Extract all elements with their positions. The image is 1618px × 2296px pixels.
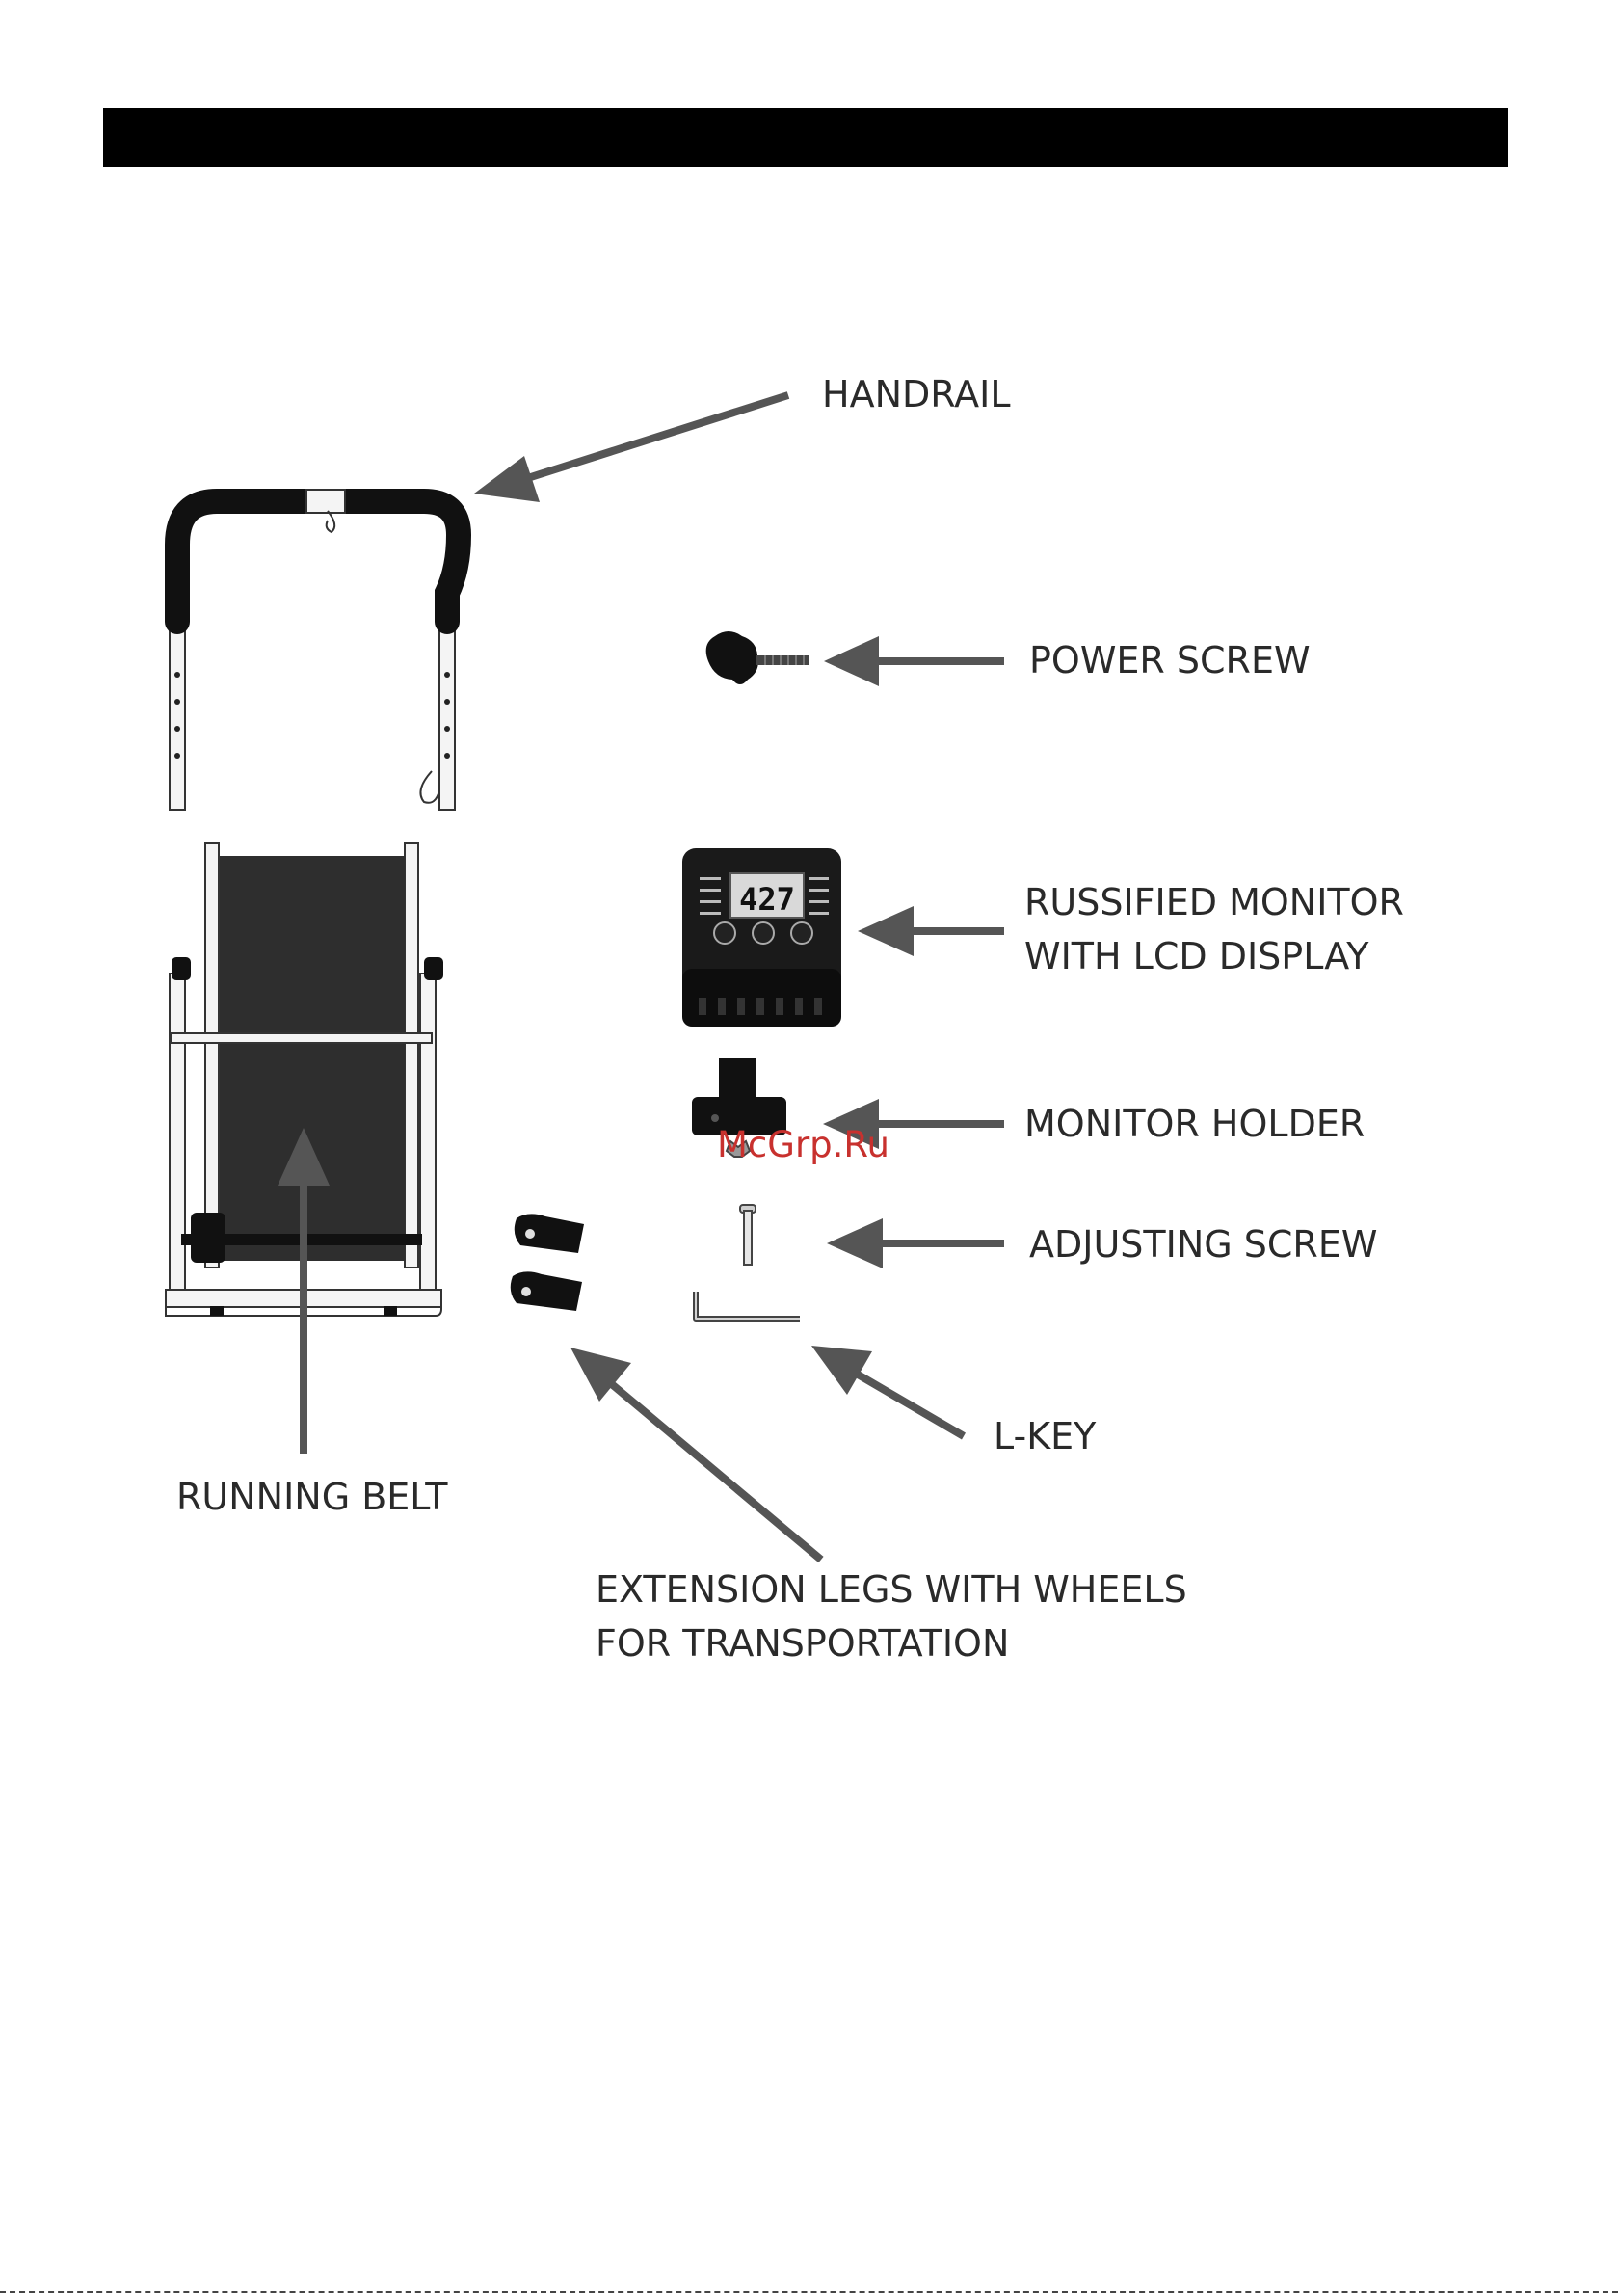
running-belt-label: RUNNING BELT bbox=[176, 1470, 447, 1524]
watermark-text: McGrp.Ru bbox=[717, 1124, 889, 1165]
power-screw-label: POWER SCREW bbox=[1029, 633, 1311, 687]
l-key-part bbox=[696, 1292, 800, 1319]
l-key-label: L-KEY bbox=[994, 1409, 1096, 1463]
monitor-label-line2: WITH LCD DISPLAY bbox=[1024, 929, 1369, 983]
l-key-arrow bbox=[811, 1346, 964, 1436]
extension-legs-arrow bbox=[570, 1348, 821, 1560]
adjusting-screw-part bbox=[740, 1205, 756, 1265]
handrail-arrow bbox=[474, 395, 788, 502]
monitor-label-line1: RUSSIFIED MONITOR bbox=[1024, 875, 1404, 929]
adjusting-screw-arrow bbox=[827, 1218, 1004, 1268]
footer-rule bbox=[0, 2291, 1618, 2293]
power-screw-part bbox=[706, 631, 809, 684]
handrail-label: HANDRAIL bbox=[822, 367, 1011, 421]
handrail-part bbox=[170, 490, 459, 810]
lcd-readout: 427 bbox=[739, 881, 795, 918]
adjusting-screw-label: ADJUSTING SCREW bbox=[1029, 1217, 1377, 1271]
monitor-part bbox=[682, 848, 841, 1027]
extension-legs-part bbox=[511, 1214, 584, 1311]
monitor-arrow bbox=[858, 906, 1004, 956]
power-screw-arrow bbox=[824, 636, 1004, 686]
extension-legs-label-line1: EXTENSION LEGS WITH WHEELS bbox=[596, 1562, 1187, 1616]
monitor-holder-label: MONITOR HOLDER bbox=[1024, 1097, 1365, 1151]
extension-legs-label-line2: FOR TRANSPORTATION bbox=[596, 1616, 1009, 1670]
